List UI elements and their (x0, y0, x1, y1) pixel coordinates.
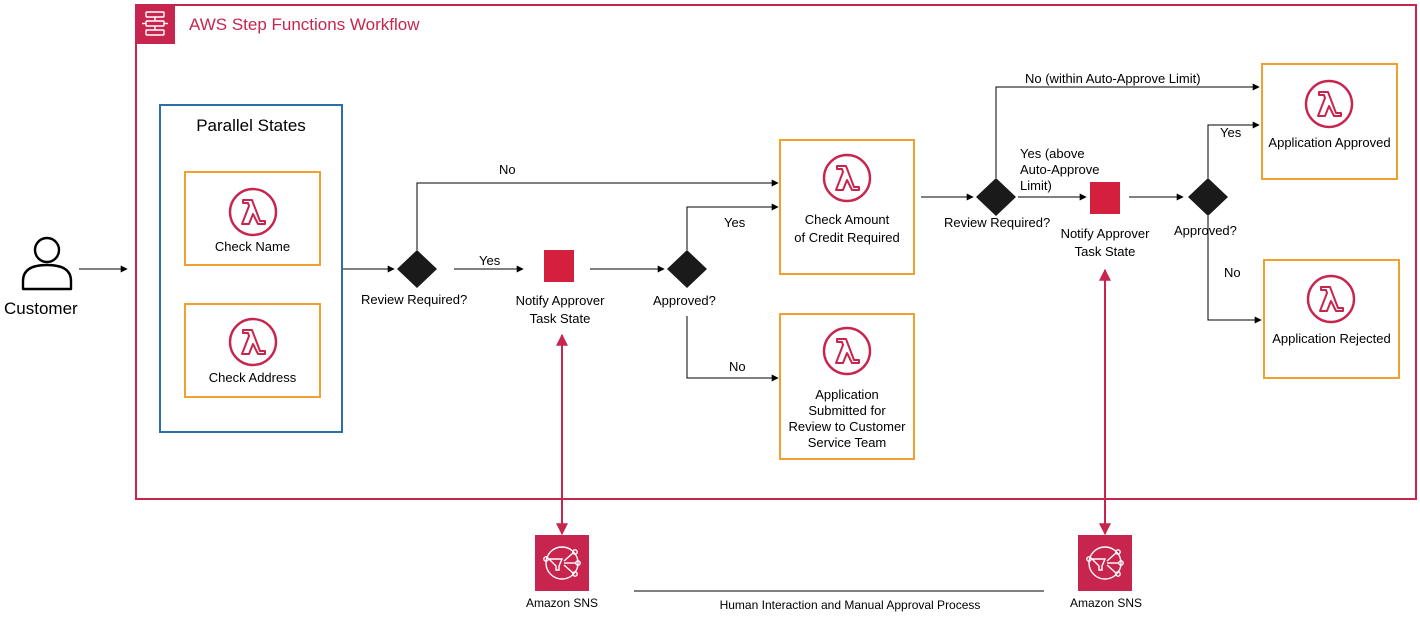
notify-approver-2-line1: Notify Approver (1060, 226, 1150, 241)
notify-approver-1-line2: Task State (529, 311, 591, 326)
approved-1-no: No (729, 359, 746, 374)
task-application-rejected: Application Rejected (1263, 259, 1400, 379)
task-check-amount: Check Amount of Credit Required (779, 139, 915, 275)
lambda-icon (821, 325, 873, 382)
task-label-line3: Review to Customer (788, 419, 906, 434)
review-required-1-yes: Yes (479, 253, 501, 268)
task-label: Check Name (214, 239, 291, 254)
review-required-1-no: No (499, 162, 516, 177)
review-required-2-yes-line3: Limit) (1020, 178, 1052, 193)
task-check-address: Check Address (184, 303, 321, 398)
customer-label: Customer (4, 299, 78, 318)
arrow-approved-yes-to-check-amount (686, 203, 779, 250)
task-label: Application Approved (1268, 135, 1391, 150)
review-required-2-yes-line2: Auto-Approve (1020, 162, 1100, 177)
notify-approver-1-line1: Notify Approver (515, 293, 605, 308)
task-application-approved: Application Approved (1261, 63, 1398, 180)
decision-review-required-1 (397, 250, 437, 288)
decision-approved-2 (1188, 178, 1228, 216)
review-required-2-yes-line1: Yes (above (1020, 146, 1085, 161)
arrow-approved2-no-to-rejected (1207, 216, 1262, 324)
notify-approver-task-2 (1090, 182, 1120, 214)
approved-1-label: Approved? (653, 293, 716, 308)
user-icon (20, 234, 74, 292)
arrow-approved2-yes-to-approved (1207, 121, 1260, 178)
arrow-review-no-to-check-amount (416, 179, 779, 250)
task-application-submitted: Application Submitted for Review to Cust… (779, 313, 915, 460)
notify-approver-2-line2: Task State (1074, 244, 1136, 259)
workflow-title: AWS Step Functions Workflow (189, 15, 420, 34)
approved-2-label: Approved? (1174, 223, 1237, 238)
step-functions-icon (135, 4, 175, 44)
review-required-1-label: Review Required? (361, 292, 468, 307)
sns-label-1: Amazon SNS (525, 596, 599, 610)
task-label-line4: Service Team (807, 435, 887, 450)
notify-approver-task-1 (544, 250, 574, 282)
human-process-label: Human Interaction and Manual Approval Pr… (719, 598, 981, 612)
parallel-states-container (159, 104, 343, 433)
arrow-approved-no-to-submitted (686, 316, 779, 382)
decision-review-required-2 (976, 178, 1016, 216)
sns-label-2: Amazon SNS (1069, 596, 1143, 610)
task-label-line2: of Credit Required (794, 230, 900, 245)
task-label-line2: Submitted for (808, 403, 886, 418)
review-required-2-label: Review Required? (944, 215, 1051, 230)
task-check-name: Check Name (184, 171, 321, 266)
decision-approved-1 (667, 250, 707, 288)
task-label: Application Rejected (1272, 331, 1391, 346)
approved-2-yes: Yes (1220, 125, 1242, 140)
task-label: Check Address (208, 370, 297, 385)
sns-icon (535, 535, 589, 591)
approved-1-yes: Yes (724, 215, 746, 230)
lambda-icon (1303, 78, 1355, 135)
task-label-line1: Check Amount (804, 212, 890, 227)
arrow-review2-no-to-approved (995, 83, 1260, 178)
task-label-line1: Application (815, 387, 879, 402)
approved-2-no: No (1224, 265, 1241, 280)
workflow-container (135, 4, 1417, 500)
review-required-2-no: No (within Auto-Approve Limit) (1025, 71, 1201, 86)
sns-icon (1078, 535, 1132, 591)
lambda-icon (821, 152, 873, 209)
lambda-icon (1305, 273, 1357, 330)
lambda-icon (227, 186, 279, 243)
parallel-states-title: Parallel States (196, 116, 306, 135)
lambda-icon (227, 316, 279, 373)
